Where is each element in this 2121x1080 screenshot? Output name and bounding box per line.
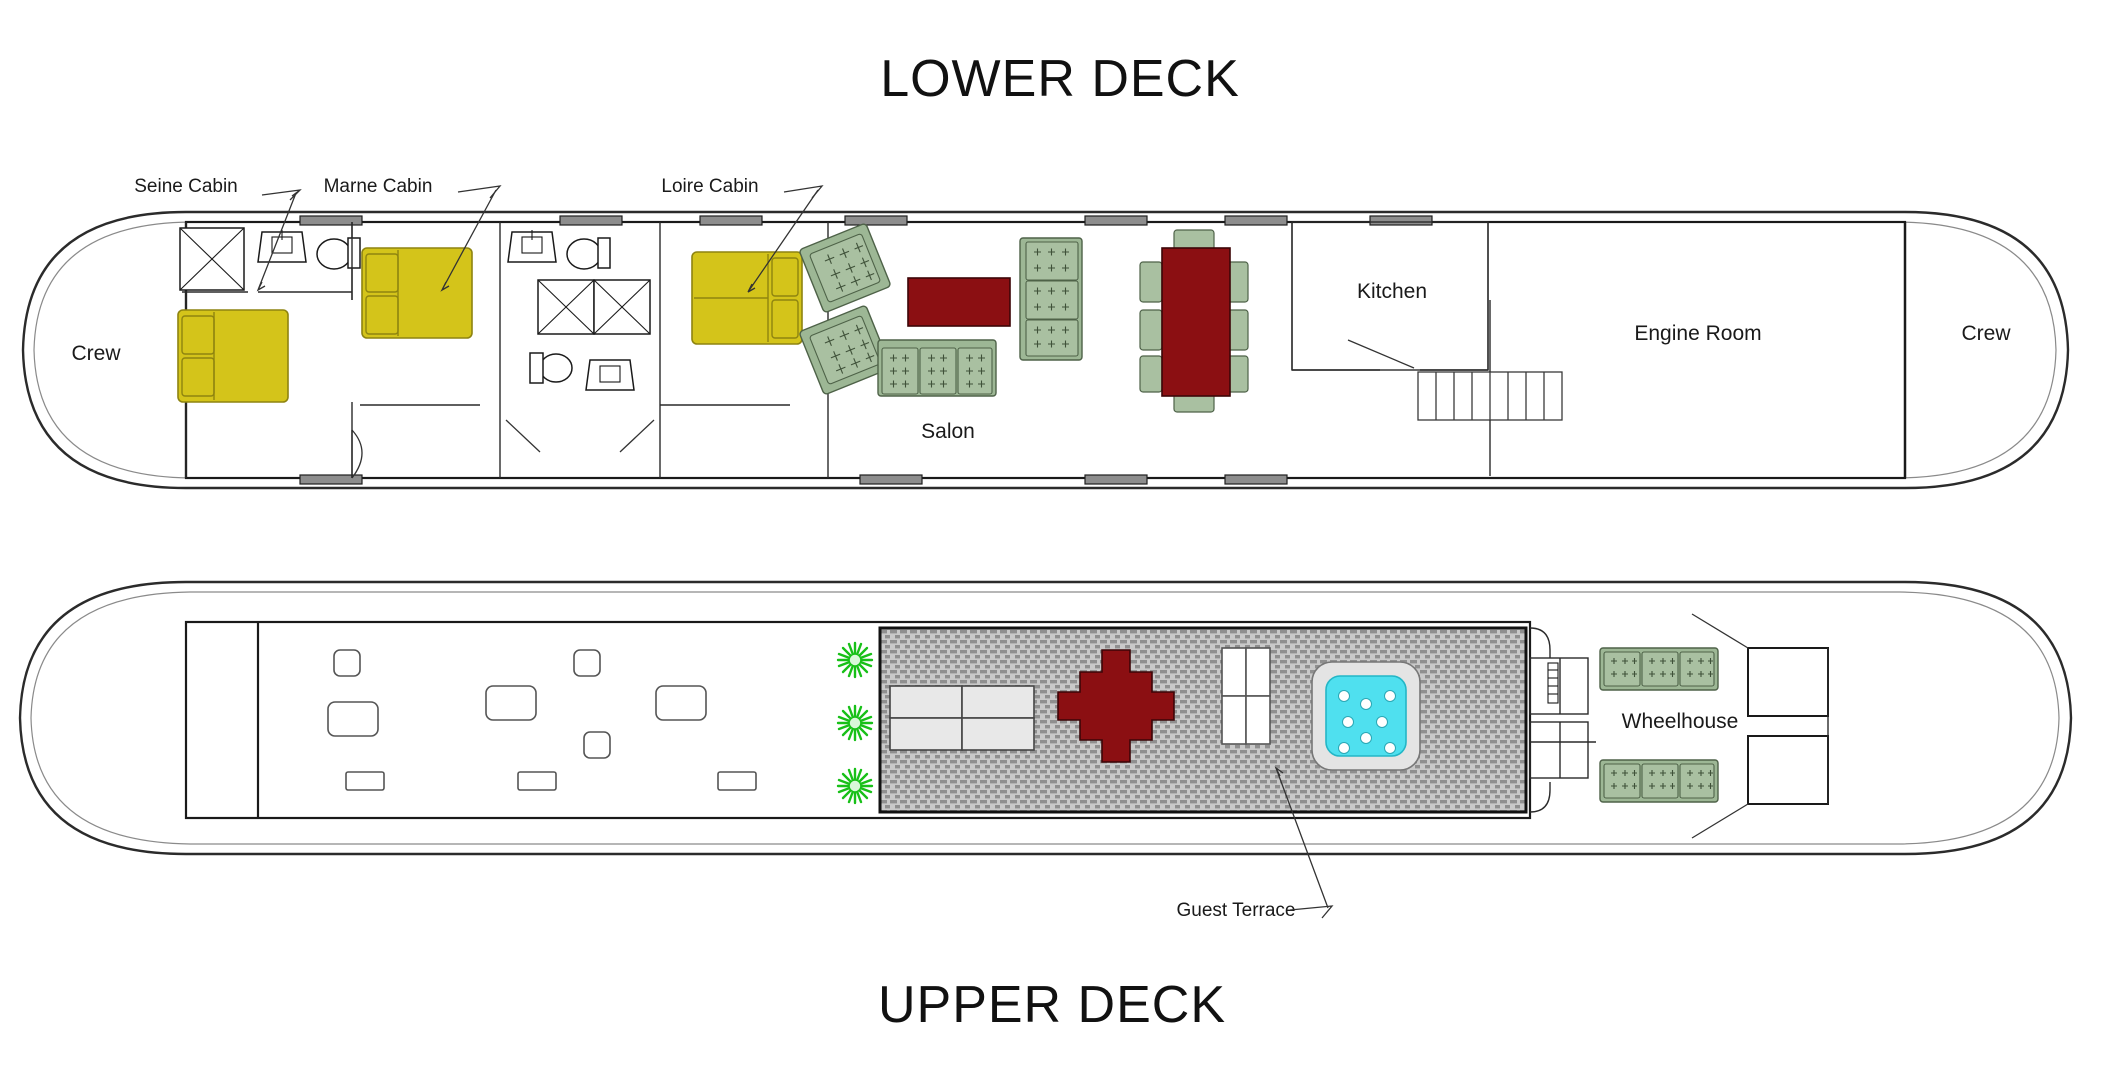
skylight-2 xyxy=(327,701,379,737)
wheelhouse-bench-top xyxy=(1599,647,1719,691)
dining-chair-l1 xyxy=(1139,261,1163,303)
skylight-6 xyxy=(583,731,611,759)
room-label-kitchen: Kitchen xyxy=(1357,280,1427,303)
skylight-3 xyxy=(345,771,385,791)
callout-label-marne: Marne Cabin xyxy=(324,176,433,197)
callout-loire: Loire Cabin xyxy=(661,176,824,293)
terrace-table-group xyxy=(1057,649,1175,763)
callout-marne: Marne Cabin xyxy=(324,176,502,292)
skylight-9 xyxy=(717,771,757,791)
ladder-icon xyxy=(1547,662,1559,704)
room-label-crew-stern: Crew xyxy=(1961,322,2011,345)
room-label-engine-room: Engine Room xyxy=(1634,322,1761,345)
lounger-4 xyxy=(961,717,1035,751)
hot-tub xyxy=(1311,661,1421,771)
stern-box-bottom xyxy=(1747,735,1829,805)
callout-guest-terrace: Guest Terrace xyxy=(1177,766,1334,921)
armchair-1 xyxy=(799,223,891,313)
skylight-4 xyxy=(485,685,537,721)
hull-window-markers-bottom xyxy=(299,474,1288,485)
planter-3 xyxy=(836,767,874,805)
lounger-3 xyxy=(889,717,963,751)
stern-box-top xyxy=(1747,647,1829,717)
coffee-table xyxy=(907,277,1011,327)
planters xyxy=(836,641,874,805)
room-label-crew-bow: Crew xyxy=(71,342,121,365)
roof-skylights xyxy=(327,649,757,791)
callout-label-loire: Loire Cabin xyxy=(661,176,758,197)
room-label-wheelhouse: Wheelhouse xyxy=(1622,710,1739,733)
skylight-7 xyxy=(517,771,557,791)
callout-label-seine: Seine Cabin xyxy=(134,176,238,197)
dining-chair-l2 xyxy=(1139,309,1163,351)
wheelhouse-bench-bottom xyxy=(1599,759,1719,803)
dining-table-group xyxy=(1139,229,1249,413)
cabin-loire xyxy=(660,222,829,478)
salon-area: Salon xyxy=(799,223,1083,443)
skylight-5 xyxy=(573,649,601,677)
terrace-glass-panel xyxy=(1221,647,1271,745)
lower-deck-title: LOWER DECK xyxy=(880,50,1240,108)
planter-1 xyxy=(836,641,874,679)
cabin-seine xyxy=(177,222,363,479)
dining-chair-l3 xyxy=(1139,355,1163,393)
stern-gangway xyxy=(1529,627,1596,813)
dining-table xyxy=(1161,247,1231,397)
lounger-1 xyxy=(889,685,963,719)
sofa-horizontal xyxy=(877,339,997,397)
skylight-1 xyxy=(333,649,361,677)
callout-seine: Seine Cabin xyxy=(134,176,302,292)
sofa-vertical xyxy=(1019,237,1083,361)
upper-deck-title: UPPER DECK xyxy=(878,976,1226,1034)
callout-label-guest-terrace: Guest Terrace xyxy=(1177,900,1296,921)
kitchen-room: Kitchen xyxy=(1291,221,1489,371)
armchair-2 xyxy=(799,305,891,395)
cabin-marne xyxy=(351,222,661,478)
room-label-salon: Salon xyxy=(921,420,975,443)
hull-window-markers-top xyxy=(299,215,1433,226)
lounger-block xyxy=(889,685,1035,751)
staircase xyxy=(1417,300,1563,476)
upper-deck-interior xyxy=(184,620,1532,820)
planter-2 xyxy=(836,704,874,742)
lounger-2 xyxy=(961,685,1035,719)
skylight-8 xyxy=(655,685,707,721)
stern-boxes xyxy=(1691,613,1829,839)
